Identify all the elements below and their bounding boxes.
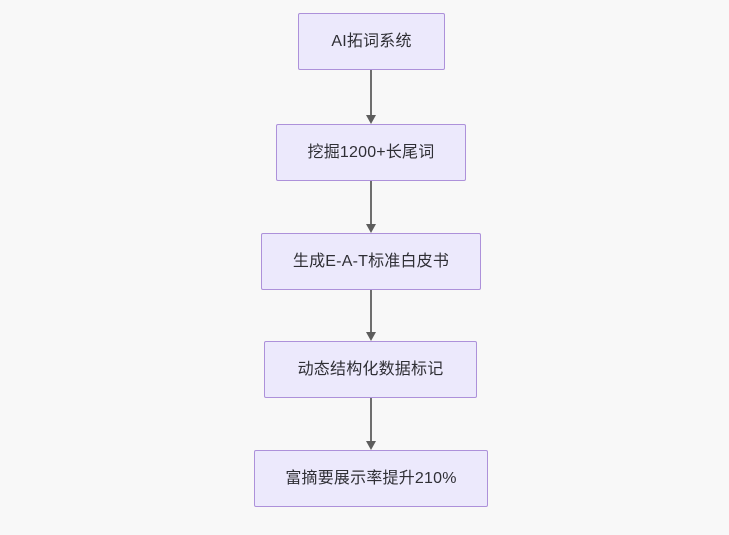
flow-node-mine-longtail-keywords[interactable]: 挖掘1200+长尾词 — [276, 124, 466, 181]
arrowhead-icon — [366, 224, 376, 233]
arrowhead-icon — [366, 332, 376, 341]
edge-line — [370, 398, 372, 441]
edge-line — [370, 70, 372, 115]
flow-node-generate-eat-whitepaper[interactable]: 生成E-A-T标准白皮书 — [261, 233, 481, 290]
flow-node-label: 富摘要展示率提升210% — [285, 469, 457, 487]
arrowhead-icon — [366, 115, 376, 124]
flow-edge-4 — [361, 398, 381, 450]
flow-node-label: AI拓词系统 — [331, 32, 412, 50]
flow-edge-2 — [361, 181, 381, 233]
arrowhead-icon — [366, 441, 376, 450]
flow-node-label: 生成E-A-T标准白皮书 — [292, 252, 450, 270]
flow-node-label: 动态结构化数据标记 — [297, 360, 444, 378]
edge-line — [370, 181, 372, 224]
flow-node-label: 挖掘1200+长尾词 — [307, 143, 435, 161]
edge-line — [370, 290, 372, 332]
flow-edge-1 — [361, 70, 381, 124]
flow-node-ai-keyword-system[interactable]: AI拓词系统 — [298, 13, 445, 70]
flow-edge-3 — [361, 290, 381, 341]
flow-node-dynamic-structured-data-markup[interactable]: 动态结构化数据标记 — [264, 341, 477, 398]
flow-node-rich-snippet-impression-lift[interactable]: 富摘要展示率提升210% — [254, 450, 488, 507]
